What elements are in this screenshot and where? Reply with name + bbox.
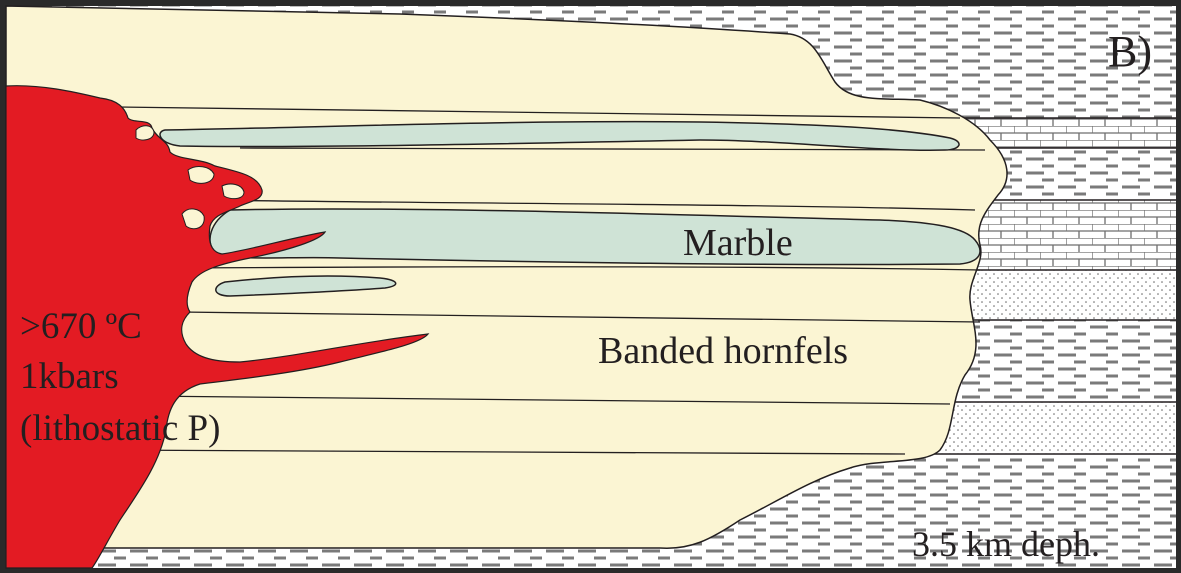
pressure-note-label: (lithostatic P) xyxy=(20,408,220,449)
marble-label: Marble xyxy=(683,222,793,264)
xenolith-2 xyxy=(188,167,214,184)
hornfels-label: Banded hornfels xyxy=(598,330,848,372)
pressure-label: 1kbars xyxy=(20,356,119,397)
panel-label: B) xyxy=(1108,27,1152,76)
temperature-label: >670 ºC xyxy=(20,306,142,347)
xenolith-1 xyxy=(136,126,154,140)
depth-label: 3.5 km deph. xyxy=(912,524,1100,564)
